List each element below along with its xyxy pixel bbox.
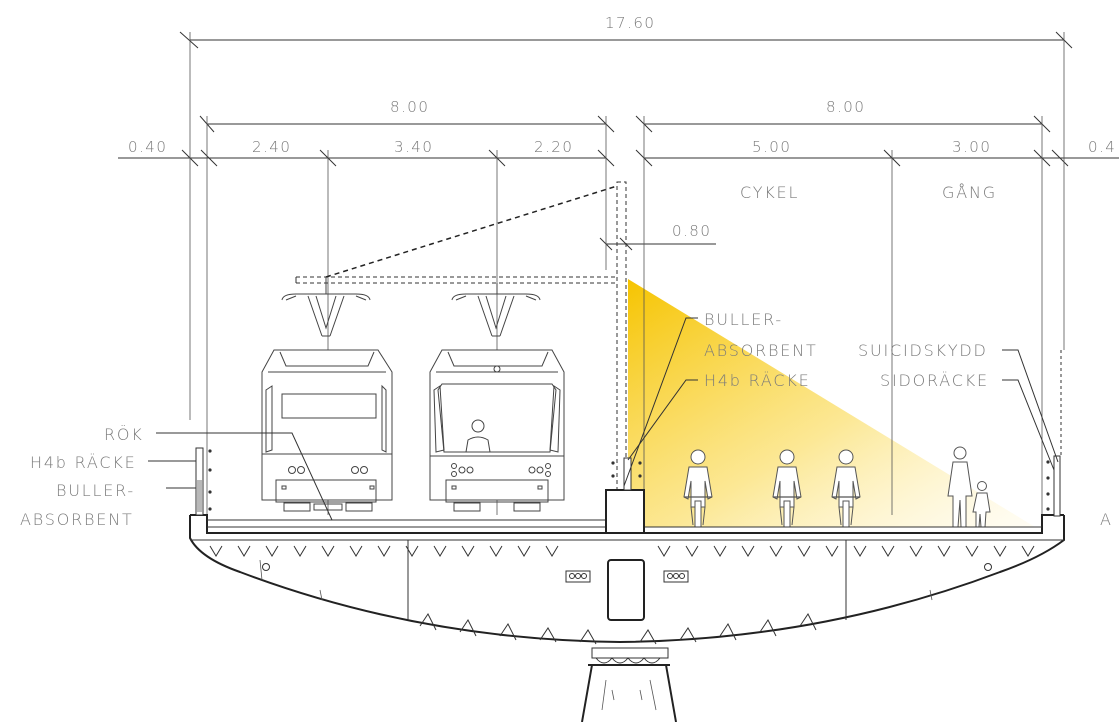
label-buller-left-1: BULLER- xyxy=(56,481,135,500)
dim-edge-right: 0.4 xyxy=(1088,138,1116,156)
dim-seg-240: 2.40 xyxy=(252,138,291,156)
dim-seg-300: 3.00 xyxy=(952,138,991,156)
dim-seg-500: 5.00 xyxy=(752,138,791,156)
label-buller-mid-1: BULLER- xyxy=(704,310,783,329)
pedestrians xyxy=(947,446,991,528)
zone-cykel: CYKEL xyxy=(740,183,799,202)
left-railing xyxy=(195,447,212,516)
dim-edge-left: 0.40 xyxy=(128,138,167,156)
dimension-lines xyxy=(118,31,1119,515)
label-rok: RÖK xyxy=(104,425,144,444)
dim-right-width: 8.00 xyxy=(826,98,865,116)
label-buller-left-2: ABSORBENT xyxy=(20,510,134,529)
leader-lines xyxy=(148,317,1059,521)
dim-seg-340: 3.40 xyxy=(394,138,433,156)
label-h4b-mid: H4b RÄCKE xyxy=(704,371,811,390)
dim-left-width: 8.00 xyxy=(390,98,429,116)
right-railing xyxy=(1046,350,1062,517)
tram-rear xyxy=(261,277,393,512)
dim-total: 17.60 xyxy=(605,14,655,32)
dim-seg-220: 2.20 xyxy=(534,138,573,156)
dim-seg-080: 0.80 xyxy=(672,222,711,240)
label-h4b-left: H4b RÄCKE xyxy=(30,453,137,472)
label-buller-mid-2: ABSORBENT xyxy=(704,341,818,360)
light-cone xyxy=(628,279,1035,527)
tram-front xyxy=(429,283,565,512)
label-suicidskydd: SUICIDSKYDD xyxy=(858,341,988,360)
label-cut-right: A xyxy=(1100,510,1113,529)
zone-gang: GÅNG xyxy=(942,183,997,202)
label-sidoracke: SIDORÄCKE xyxy=(880,371,989,390)
middle-barrier xyxy=(605,457,645,534)
